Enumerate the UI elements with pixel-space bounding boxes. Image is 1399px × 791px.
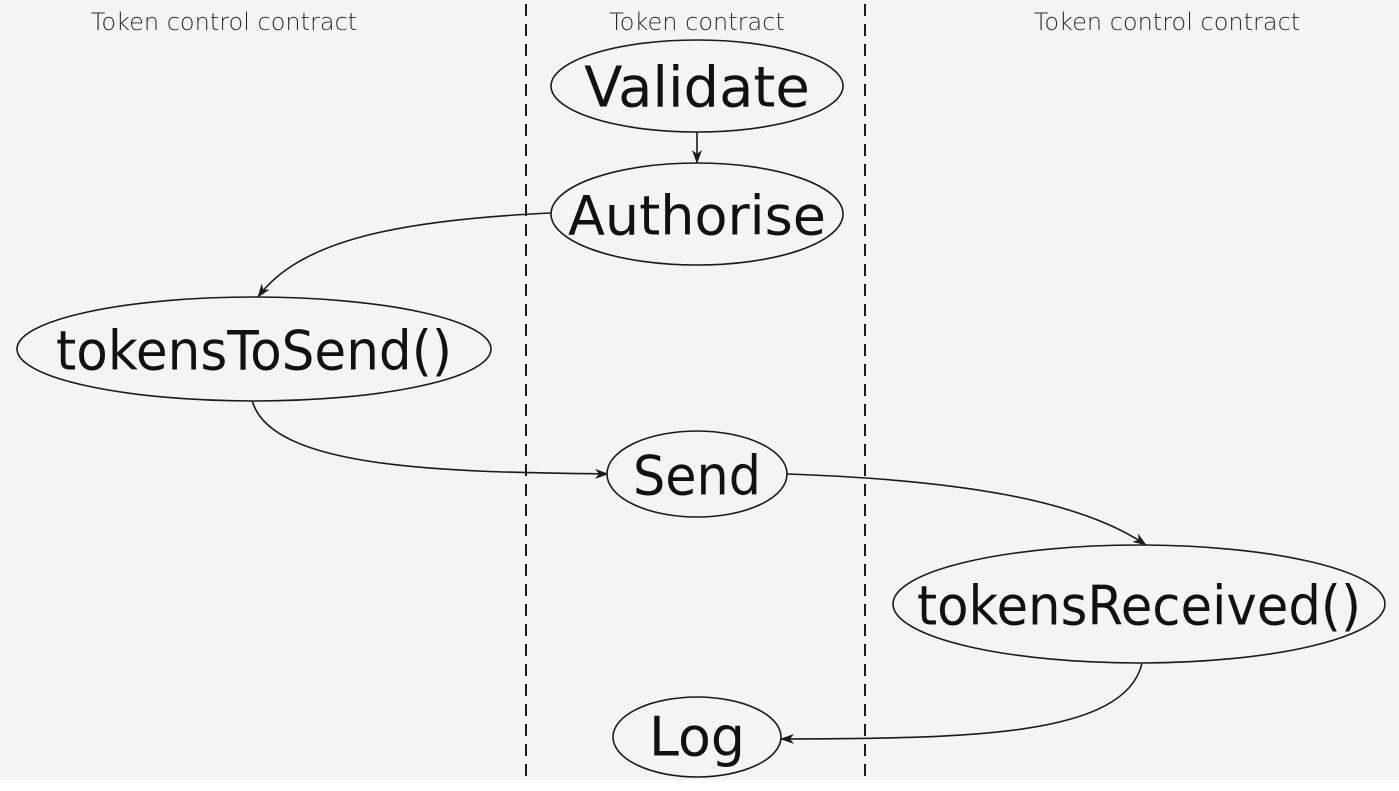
lane-label-center: Token contract — [609, 8, 785, 36]
node-tokens-received-shape — [892, 544, 1386, 664]
node-send-shape — [606, 430, 788, 518]
node-tokens-received: tokensReceived() — [892, 544, 1386, 664]
node-tokens-received-label: tokensReceived() — [917, 575, 1361, 638]
node-tokens-to-send: tokensToSend() — [16, 296, 492, 402]
lane-label-right: Token control contract — [1034, 8, 1300, 36]
node-send-label: Send — [633, 445, 761, 508]
node-log-label: Log — [649, 706, 745, 769]
lane-label-left: Token control contract — [91, 8, 357, 36]
node-log: Log — [612, 696, 782, 778]
node-authorise-label: Authorise — [568, 185, 826, 248]
edge-authorise-to-tokenstosend — [257, 212, 552, 298]
bottom-margin — [0, 780, 1399, 791]
node-authorise-shape — [550, 162, 844, 266]
node-authorise: Authorise — [550, 162, 844, 266]
node-validate-label: Validate — [584, 56, 810, 121]
node-send: Send — [606, 430, 788, 518]
node-tokens-to-send-shape — [16, 296, 492, 402]
edge-tokensreceived-to-log — [780, 662, 1143, 744]
node-log-shape — [612, 696, 782, 778]
node-tokens-to-send-label: tokensToSend() — [56, 320, 452, 383]
edge-send-to-tokensreceived — [786, 473, 1147, 546]
node-validate: Validate — [550, 39, 844, 133]
edge-tokenstosend-to-send — [251, 399, 609, 479]
node-validate-shape — [550, 39, 844, 133]
